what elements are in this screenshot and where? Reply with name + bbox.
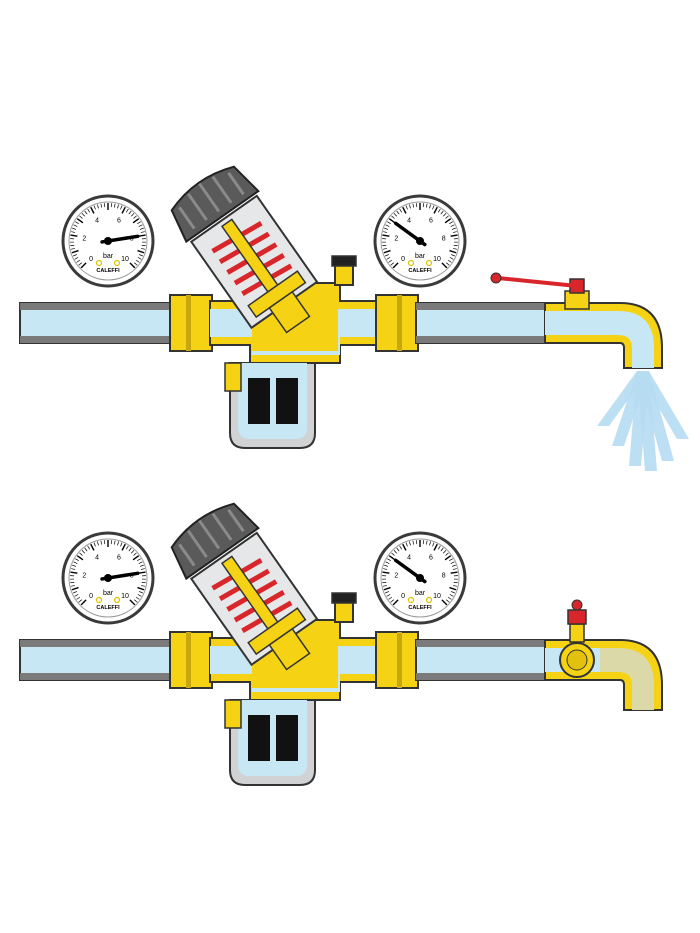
gauge-scale-label: 6	[429, 218, 433, 225]
gauge-scale-label: 4	[407, 218, 411, 225]
tap-handle	[567, 609, 587, 625]
gauge-brand: CALEFFI	[408, 268, 432, 274]
gauge-scale-label: 4	[407, 555, 411, 562]
gauge-scale-label: 2	[82, 572, 86, 579]
gauge-unit: bar	[415, 590, 426, 597]
water-spray	[597, 371, 689, 471]
gauge-unit: bar	[103, 590, 114, 597]
gauge-scale-label: 0	[401, 256, 405, 263]
gauge-scale-label: 10	[121, 256, 129, 263]
gauge-scale-label: 2	[394, 235, 398, 242]
gauge-scale-label: 0	[89, 593, 93, 600]
tap-lever	[497, 276, 578, 288]
gauge-scale-label: 10	[433, 256, 441, 263]
gauge-scale-label: 0	[401, 593, 405, 600]
gauge-scale-label: 0	[89, 256, 93, 263]
tap-closed-scene: 0246810barCALEFFI0246810barCALEFFI	[20, 495, 663, 785]
gauge-scale-label: 4	[95, 218, 99, 225]
gauge-brand: CALEFFI	[96, 605, 120, 611]
gauge-unit: bar	[415, 253, 426, 260]
gauge-scale-label: 6	[117, 555, 121, 562]
gauge-scale-label: 2	[82, 235, 86, 242]
gauge-scale-label: 4	[95, 555, 99, 562]
gauge-scale-label: 8	[442, 235, 446, 242]
gauge-scale-label: 10	[433, 593, 441, 600]
gauge-scale-label: 2	[394, 572, 398, 579]
gauge-scale-label: 6	[429, 555, 433, 562]
gauge-scale-label: 10	[121, 593, 129, 600]
gauge-scale-label: 6	[117, 218, 121, 225]
tap-open-scene: 0246810barCALEFFI0246810barCALEFFI	[20, 158, 689, 471]
gauge-brand: CALEFFI	[408, 605, 432, 611]
gauge-scale-label: 8	[442, 572, 446, 579]
gauge-unit: bar	[103, 253, 114, 260]
gauge-brand: CALEFFI	[96, 268, 120, 274]
